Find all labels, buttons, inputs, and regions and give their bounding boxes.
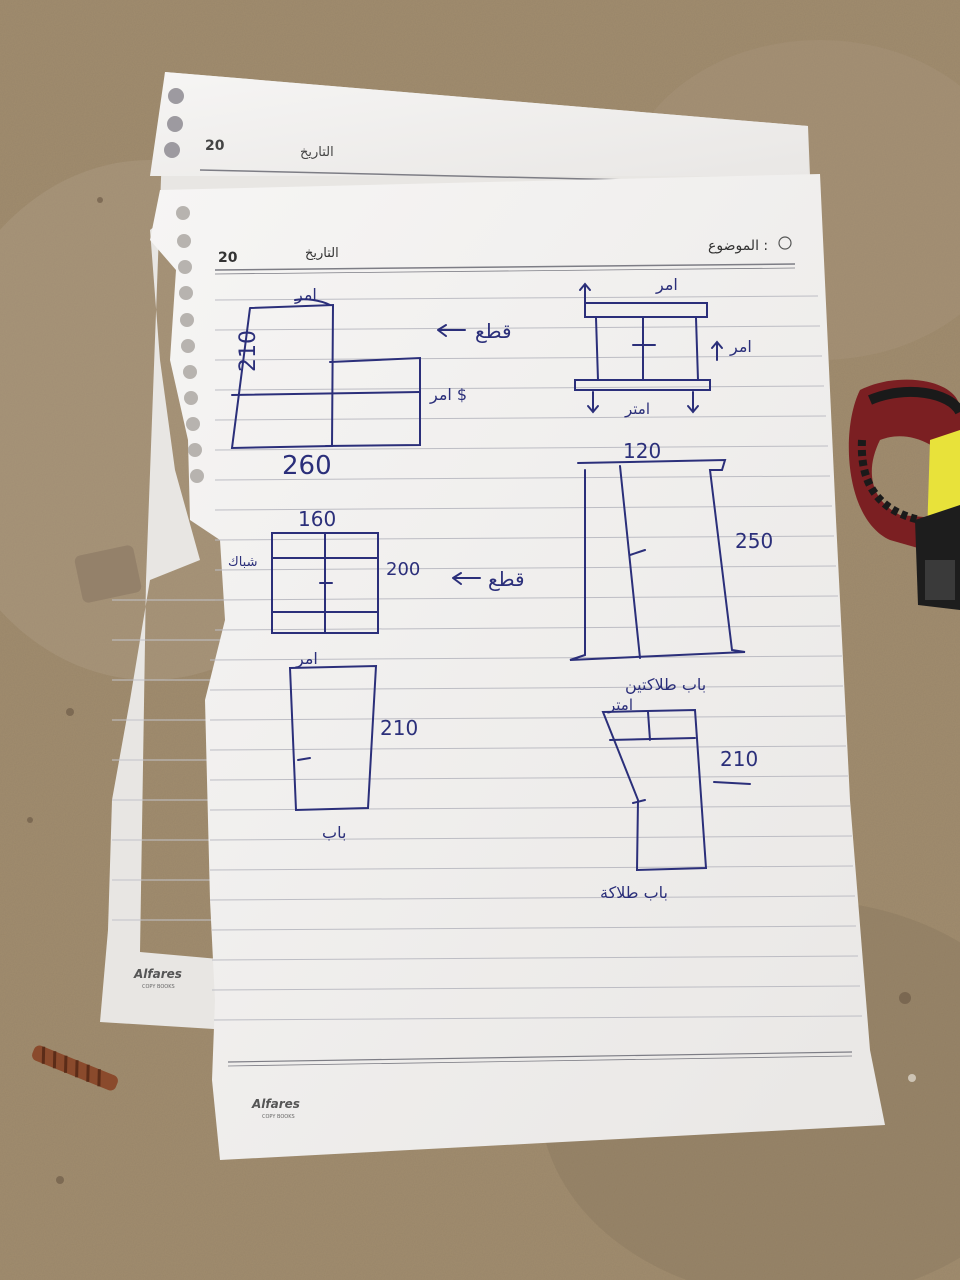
sketch-bottom-left [288, 664, 378, 812]
front-sheet-subject-label: الموضوع : [708, 238, 768, 254]
front-sheet-brand-tag: COPY BOOKS [262, 1114, 295, 1120]
front-sheet-date-label: التاريخ [305, 246, 339, 261]
sketch-top-left [230, 298, 421, 450]
bottom-left-label-top: امر [295, 649, 318, 669]
bottom-left-caption: باب [322, 823, 346, 842]
back-sheet: 20 التاريخ Alfares COPY BOOKS [100, 72, 810, 1030]
sketch-top-right [574, 282, 723, 414]
top-left-width: 260 [282, 451, 332, 481]
tape-measure [848, 379, 960, 610]
front-sheet-brand: Alfares [251, 1097, 300, 1111]
handwritten-labels: 260 210 امر امر $ قطع امر امر امتر 160 2… [228, 275, 773, 902]
floor-debris [27, 197, 916, 1184]
bottom-right-height: 210 [720, 747, 758, 771]
back-sheet-year: 20 [205, 138, 225, 154]
mid-right-caption: باب طلاكتين [625, 675, 706, 695]
mid-right-width: 120 [623, 439, 661, 463]
mid-left-height: 200 [386, 559, 420, 580]
sketch-mid-left [271, 532, 379, 634]
mid-left-width: 160 [298, 507, 336, 531]
sketch-mid-right [569, 458, 746, 661]
cut-label-2: قطع [488, 567, 525, 591]
bottom-left-height: 210 [380, 716, 418, 740]
back-sheet-brand: Alfares [133, 967, 182, 981]
mid-right-height: 250 [735, 529, 773, 553]
sketches [230, 282, 751, 872]
ruled-lines [209, 295, 863, 1021]
back-sheet-brand-tag: COPY BOOKS [142, 984, 175, 990]
sketch-bottom-right [601, 708, 751, 872]
bottom-right-label-top: امتر [607, 696, 633, 714]
spiral-holes [176, 206, 204, 483]
top-left-label-top: امر [294, 285, 317, 305]
bottom-right-caption: باب طلاكة [600, 883, 668, 902]
cut-label-1: قطع [475, 319, 512, 343]
top-left-height: 210 [236, 330, 261, 372]
cut-arrow-1 [437, 324, 466, 337]
cut-arrow-2 [452, 572, 481, 585]
front-sheet-year: 20 [218, 250, 238, 266]
screw [32, 1045, 118, 1091]
flower-logo-icon [778, 236, 792, 250]
front-sheet: 20 التاريخ الموضوع : Alfares COPY BOOKS [150, 174, 885, 1160]
top-right-label-bottom: امتر [624, 400, 650, 418]
back-sheet-date-label: التاريخ [300, 145, 334, 160]
top-left-label-side: امر $ [429, 385, 467, 405]
mid-left-label-side: شباك [228, 555, 258, 570]
top-right-label-top: امر [655, 275, 678, 295]
top-right-label-side: امر [729, 337, 752, 357]
